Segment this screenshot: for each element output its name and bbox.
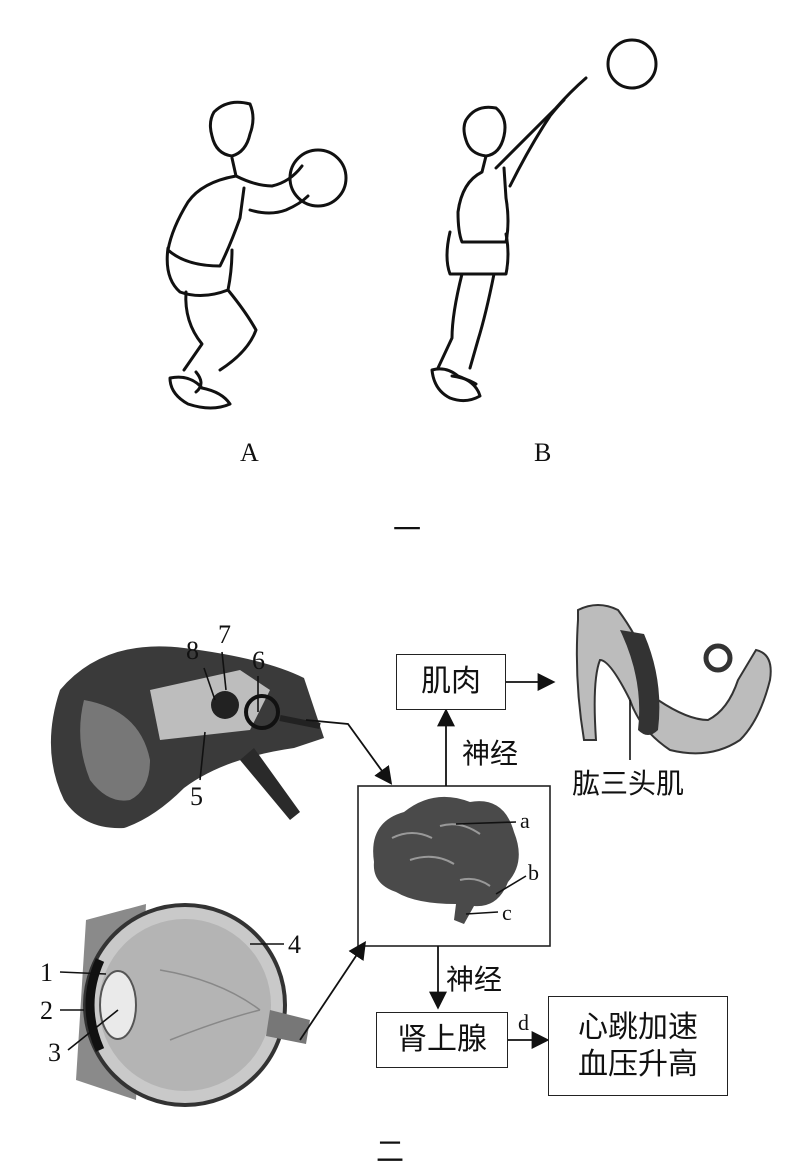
adrenal-box-label: 肾上腺	[397, 1022, 487, 1058]
brain-label-b: b	[528, 860, 539, 885]
nerve-label-down: 神经	[446, 963, 503, 996]
ear-label-6: 6	[252, 646, 265, 675]
caption-figure-1: 一	[393, 513, 422, 546]
ear-to-brain-arrow	[305, 719, 393, 785]
adrenal-box: 肾上腺	[376, 1012, 508, 1068]
eye-illustration	[76, 903, 310, 1107]
brain-label-a: a	[520, 808, 530, 833]
eye-label-2: 2	[40, 996, 53, 1025]
triceps-label: 肱三头肌	[572, 767, 685, 800]
eye-label-4: 4	[288, 930, 301, 959]
effect-line-2: 血压升高	[578, 1047, 698, 1082]
nerve-label-up: 神经	[462, 737, 519, 770]
brain-label-c: c	[502, 900, 512, 925]
label-a: A	[240, 438, 259, 467]
eye-label-3: 3	[48, 1038, 61, 1067]
player-b-figure	[430, 38, 658, 403]
ear-label-7: 7	[218, 620, 231, 649]
muscle-box: 肌肉	[396, 654, 506, 710]
arrow-label-d: d	[518, 1010, 529, 1035]
ear-label-8: 8	[186, 636, 199, 665]
ear-label-5: 5	[190, 782, 203, 811]
eye-label-1: 1	[40, 958, 53, 987]
player-a-figure	[165, 100, 348, 410]
effect-box: 心跳加速 血压升高	[548, 996, 728, 1096]
brain-illustration	[373, 796, 519, 924]
muscle-box-label: 肌肉	[421, 664, 481, 700]
eye-to-brain-arrow	[299, 941, 366, 1041]
arm-muscle-illustration	[575, 604, 772, 755]
leader-lines	[59, 651, 631, 1051]
caption-figure-2: 二	[376, 1135, 405, 1168]
label-b: B	[534, 438, 552, 467]
ear-illustration	[50, 646, 325, 829]
effect-line-1: 心跳加速	[578, 1009, 698, 1045]
